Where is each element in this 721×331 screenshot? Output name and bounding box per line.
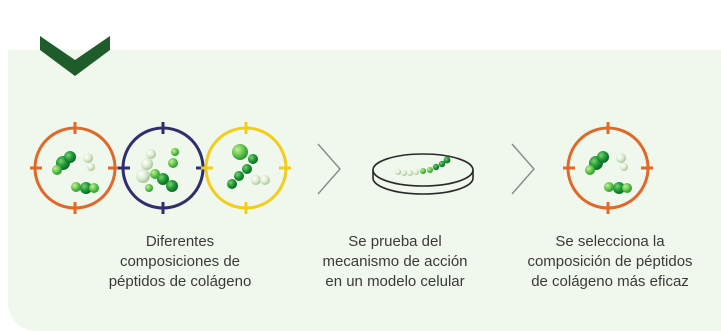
- chevron-right-icon: [317, 143, 341, 195]
- caption-line: péptidos de colágeno: [108, 273, 252, 290]
- target-icon-selected: [563, 122, 653, 214]
- caption-line: mecanismo de acción: [322, 253, 468, 270]
- caption-line: composiciones de: [119, 253, 241, 270]
- step-caption-cell-model: Se prueba del mecanismo de acción en un …: [300, 232, 490, 292]
- step-caption-selection: Se selecciona la composición de péptidos…: [500, 232, 720, 292]
- petri-dish-icon: [372, 153, 474, 195]
- process-panel: [8, 50, 721, 331]
- target-icon-orange: [30, 122, 120, 214]
- caption-line: Se selecciona la: [555, 233, 665, 250]
- target-icon-yellow: [201, 122, 291, 214]
- caption-line: composición de péptidos: [527, 253, 693, 270]
- chevron-down-icon: [40, 36, 110, 76]
- caption-line: de colágeno más eficaz: [531, 273, 689, 290]
- step-caption-compositions: Diferentes composiciones de péptidos de …: [90, 232, 270, 292]
- caption-line: en un modelo celular: [325, 273, 465, 290]
- target-icon-navy: [118, 122, 208, 214]
- chevron-right-icon: [511, 143, 535, 195]
- caption-line: Se prueba del: [348, 233, 442, 250]
- caption-line: Diferentes: [145, 233, 215, 250]
